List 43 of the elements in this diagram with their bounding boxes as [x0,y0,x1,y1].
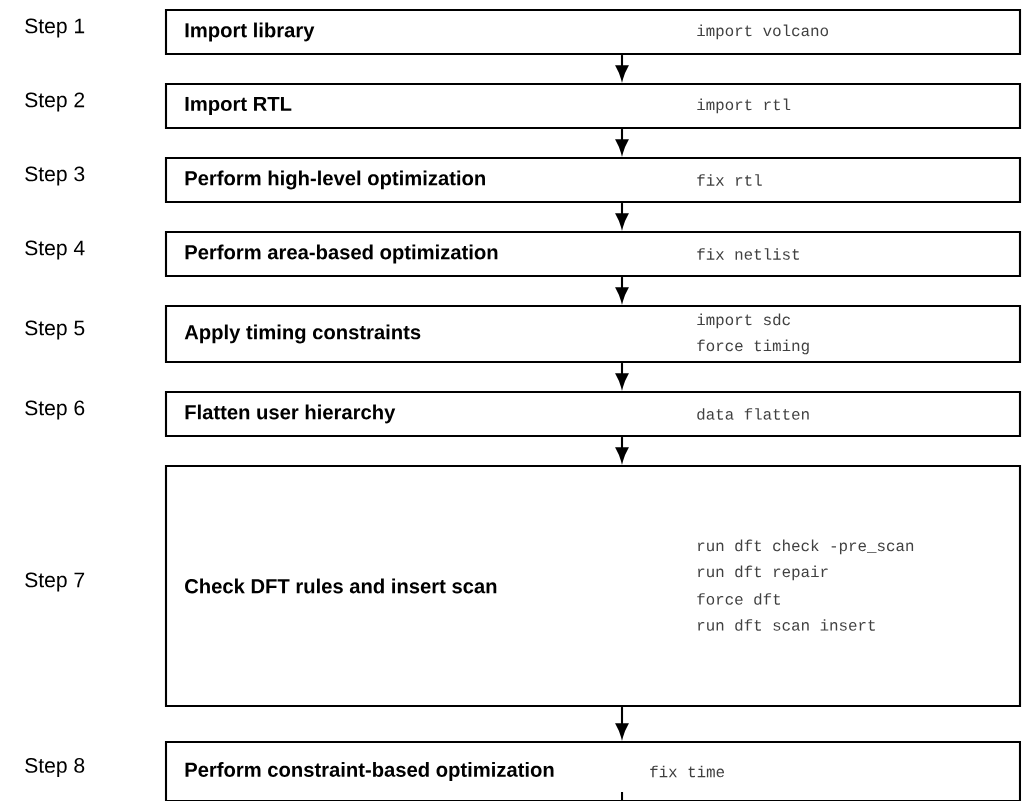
command-text: run dft repair [698,565,828,581]
command-text: import rtl [697,98,791,114]
step-box [164,8,1022,56]
arrow [615,277,629,302]
arrow [615,437,629,462]
step-title: Import RTL [185,96,292,116]
step-box [164,464,1022,708]
command-text: force timing [697,339,809,355]
command-text: import sdc [697,313,790,329]
step-box [164,82,1022,130]
arrow [615,707,629,738]
command-text: import volcano [697,24,829,40]
step-title: Import library [185,22,315,42]
step-label: Step 3 [25,166,85,186]
step-title: Perform constraint-based optimization [185,762,554,781]
step-title: Check DFT rules and insert scan [185,578,497,594]
step-title: Perform area-based optimization [185,244,498,264]
command-text: run dft check -pre_scan [698,539,914,555]
arrow [615,203,629,228]
step-title: Apply timing constraints [184,324,421,344]
command-text: fix rtl [697,174,762,186]
arrow [615,55,629,80]
command-text: data flatten [697,408,809,420]
step-label: Step 4 [25,240,85,260]
arrow [615,363,629,388]
step-label: Step 6 [25,400,85,420]
command-text: fix netlist [697,248,799,260]
step-label: Step 8 [25,757,85,778]
step-title: Flatten user hierarchy [185,404,396,424]
step-title: Perform high-level optimization [185,170,485,190]
step-box [164,740,1022,801]
step-box [164,156,1022,204]
step-label: Step 7 [25,572,85,592]
step-label: Step 2 [25,92,85,112]
step-box [164,230,1022,278]
arrow [615,129,629,154]
command-text: run dft scan insert [698,619,875,631]
command-text: force dft [697,593,780,605]
step-box [164,304,1022,364]
step-box [164,390,1022,438]
step-label: Step 1 [25,18,85,38]
step-label: Step 5 [25,320,85,340]
command-text: fix time [650,765,725,778]
